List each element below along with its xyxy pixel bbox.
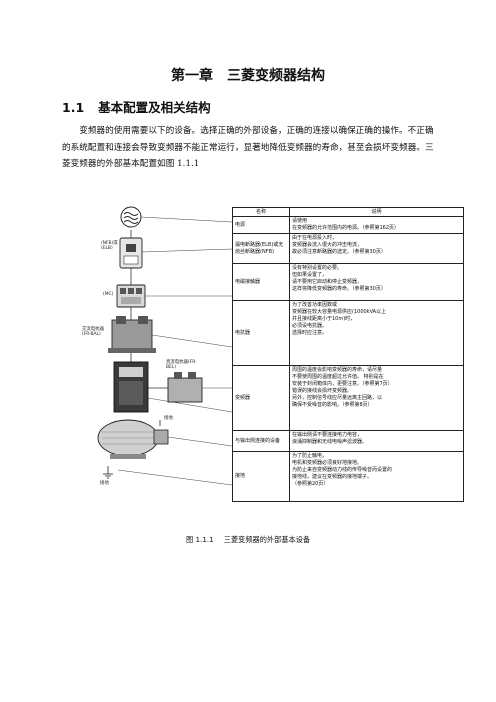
table-header-row: 名称 说明 [232, 207, 464, 217]
figure-caption: 图 1.1.1 三菱变频器的外部基本设备 [0, 535, 496, 545]
row-description: 为了防止触电， 电机和变频器必须良好地接地。 为防止来自变频器动力线的传导噪音而… [289, 451, 464, 502]
intro-paragraph: 变频器的使用需要以下的设备。选择正确的外部设备，正确的连接以确保正确的操作。不正… [62, 126, 434, 169]
chapter-title: 第一章 三菱变频器结构 [171, 68, 325, 84]
ac-reactor-label: 交流电抗器(FR-BAL) [82, 327, 104, 338]
ground-label-motor: 接地 [164, 416, 173, 421]
dc-reactor-icon [167, 372, 203, 403]
table-row: 变频器 周围的温度会影响变频器的寿命，请尽量 不要使周围的温度超过允许值。 特别… [232, 365, 464, 431]
table-row: 与输出侧连接的设备 在输出侧请不要连接电力电容， 浪涌抑制器和无线电噪声滤波器。 [232, 430, 464, 452]
row-name: 漏电断路器(ELB)或无熔丝断路器(NFB) [232, 233, 290, 264]
header-name: 名称 [232, 207, 290, 217]
ac-reactor-icon [108, 316, 156, 353]
contactor-icon [116, 284, 146, 308]
figure-caption-text: 三菱变频器的外部基本设备 [223, 535, 311, 544]
section-heading: 基本配置及相关结构 [98, 100, 211, 115]
nfb-label: (NFB)或(ELB) [101, 241, 118, 252]
row-name: 接地 [232, 451, 290, 502]
row-name: 变频器 [232, 365, 290, 431]
figure-number: 图 1.1.1 [185, 535, 214, 544]
section-title: 1.1 基本配置及相关结构 [62, 97, 211, 116]
row-name: 与输出侧连接的设备 [232, 430, 290, 452]
row-description: 请使用 在变频器的允许范围内的电源。（参照第162页） [289, 216, 464, 234]
motor-icon [97, 419, 169, 459]
row-name: 电抗器 [232, 300, 290, 366]
section-number: 1.1 [62, 100, 85, 115]
ground-label-bottom: 接地 [100, 481, 109, 486]
table-row: 电抗器 为了改善功率因数或 变频器在较大容量电源供应(1000kVA以上 并且接… [232, 300, 464, 366]
row-description: 周围的温度会影响变频器的寿命，请尽量 不要使周围的温度超过允许值。 特别是在 安… [289, 365, 464, 431]
table-row: 电源 请使用 在变频器的允许范围内的电源。（参照第162页） [232, 216, 464, 234]
mc-label: (MC) [103, 292, 114, 297]
power-source-icon [120, 206, 142, 228]
table-row: 漏电断路器(ELB)或无熔丝断路器(NFB) 由于在电源投入时， 变频器会流入很… [232, 233, 464, 264]
row-name: 电磁接触器 [232, 263, 290, 301]
row-description: 为了改善功率因数或 变频器在较大容量电源供应(1000kVA以上 并且接线距离小… [289, 300, 464, 366]
equipment-table: 名称 说明 电源 请使用 在变频器的允许范围内的电源。（参照第162页） 漏电断… [232, 207, 464, 502]
table-row: 电磁接触器 没有特别设置的必要。 但如果设置了， 请不要用它启动和停止变频器， … [232, 263, 464, 301]
breaker-icon [119, 237, 143, 269]
inverter-icon [113, 361, 168, 413]
row-description: 没有特别设置的必要。 但如果设置了， 请不要用它启动和停止变频器， 这样将降低变… [289, 263, 464, 301]
header-description: 说明 [289, 207, 464, 217]
dc-reactor-label: 直流电抗器(FR-BEL) [166, 360, 197, 371]
row-description: 由于在电源投入时， 变频器会流入很大的冲击电流， 故必须注意断路器的选定。（参照… [289, 233, 464, 264]
ground-icon [103, 420, 161, 479]
row-description: 在输出侧请不要连接电力电容， 浪涌抑制器和无线电噪声滤波器。 [289, 430, 464, 452]
table-row: 接地 为了防止触电， 电机和变频器必须良好地接地。 为防止来自变频器动力线的传导… [232, 451, 464, 502]
row-name: 电源 [232, 216, 290, 234]
